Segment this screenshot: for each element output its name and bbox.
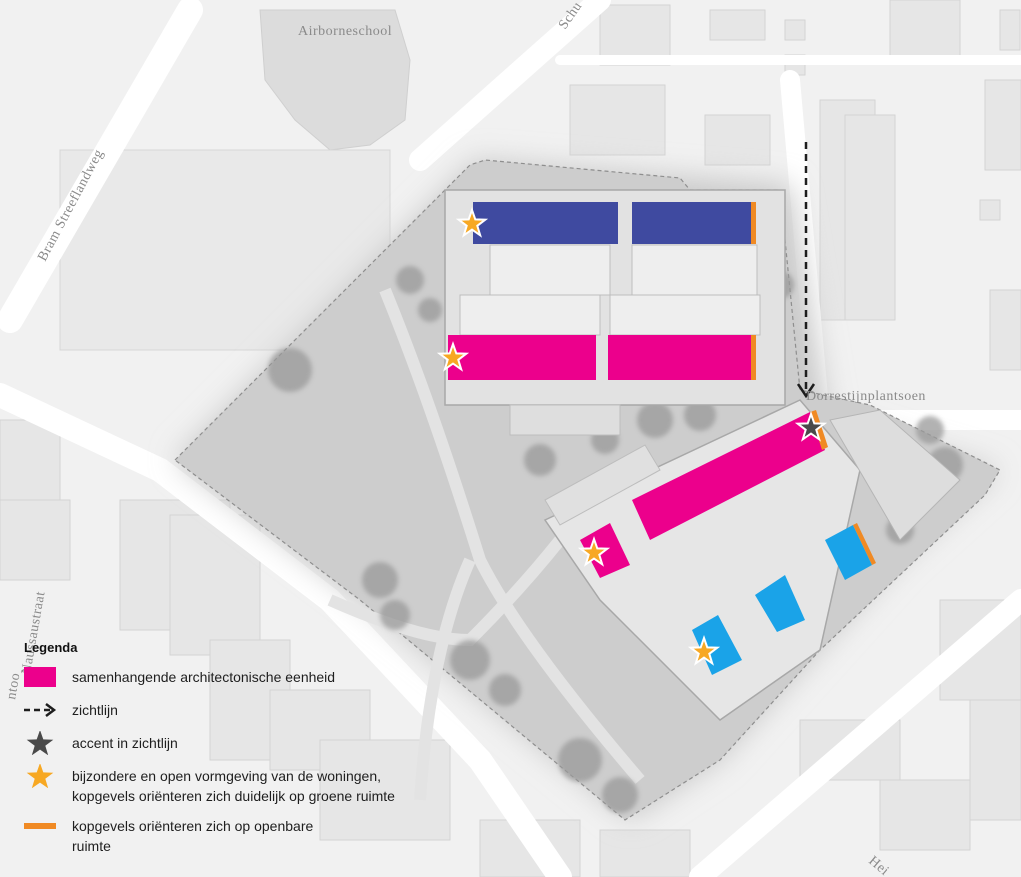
upper-orange-facades	[751, 202, 756, 380]
yellow-star-icon	[26, 764, 54, 788]
dark-star-icon	[26, 731, 54, 755]
legend-label-line2: kopgevels oriënteren zich duidelijk op g…	[72, 788, 395, 804]
legend-title: Legenda	[24, 640, 78, 655]
legend-label: kopgevels oriënteren zich op openbare ru…	[72, 816, 313, 856]
cyan-orange-facade	[853, 523, 876, 565]
upper-blue-blocks	[473, 202, 755, 244]
lower-complex	[543, 399, 961, 721]
dashed-arrow-icon	[24, 703, 57, 717]
legend-item-accent: accent in zichtlijn	[24, 731, 494, 764]
legend: Legenda samenhangende architectonische e…	[24, 640, 494, 864]
legend-label: samenhangende architectonische eenheid	[72, 669, 336, 685]
legend-item-architectural-unit: samenhangende architectonische eenheid	[24, 665, 494, 698]
legend-label-line1: kopgevels oriënteren zich op openbare	[72, 818, 314, 834]
legend-label-line1: bijzondere en open vormgeving van de won…	[72, 768, 381, 784]
lower-orange-facade	[810, 410, 828, 450]
legend-label-line2: ruimte	[72, 838, 111, 854]
sightline-arrow	[796, 142, 816, 399]
legend-label: bijzondere en open vormgeving van de won…	[72, 766, 395, 806]
legend-item-sightline: zichtlijn	[24, 698, 494, 731]
orange-line-icon	[24, 823, 56, 829]
label-street-ntoo: ntoo	[4, 672, 23, 701]
legend-label: zichtlijn	[72, 702, 118, 718]
label-street-dorrestijn: Dorrestijnplantsoen	[806, 389, 926, 404]
legend-label: accent in zichtlijn	[72, 735, 178, 751]
label-school: Airborneschool	[298, 24, 392, 39]
legend-item-special-design: bijzondere en open vormgeving van de won…	[24, 764, 494, 814]
lower-magenta-block	[632, 412, 825, 540]
magenta-rect-icon	[24, 667, 56, 687]
cyan-blocks	[692, 525, 872, 675]
legend-item-public-facades: kopgevels oriënteren zich op openbare ru…	[24, 814, 494, 864]
upper-magenta-blocks	[448, 335, 755, 380]
park-paths	[327, 287, 645, 801]
